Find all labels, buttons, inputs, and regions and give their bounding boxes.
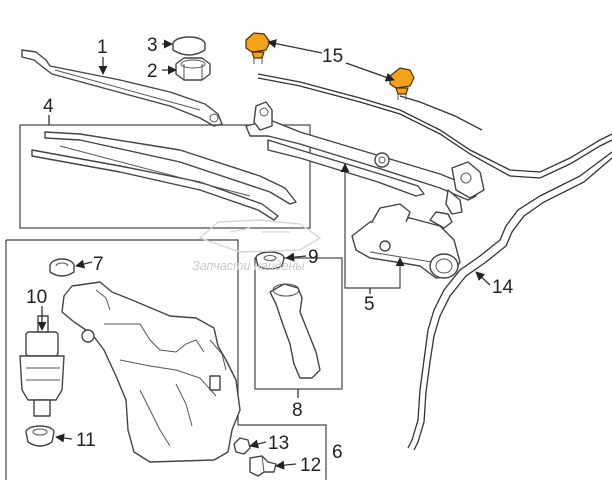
callout-14: 14 — [492, 277, 514, 298]
washer-reservoir-box — [5, 239, 327, 480]
washer-nozzle-right — [389, 67, 415, 100]
callout-9: 9 — [308, 247, 319, 268]
callout-12: 12 — [300, 455, 321, 476]
pump-seal — [25, 425, 55, 447]
wiper-blade-box — [19, 124, 311, 229]
washer-hose-upper — [257, 73, 612, 179]
wiper-motor-box — [344, 168, 401, 289]
callout-5: 5 — [364, 294, 375, 315]
hose-connector — [249, 455, 277, 477]
grommet-seal — [49, 258, 75, 277]
filler-cap — [255, 251, 285, 270]
filler-neck — [269, 283, 321, 379]
callout-7: 7 — [93, 254, 104, 275]
callout-15: 15 — [322, 46, 343, 67]
callout-numbers: 1 2 3 4 15 7 10 11 9 8 5 14 6 13 12 — [26, 35, 514, 476]
callout-10: 10 — [26, 287, 47, 308]
washer-pump — [19, 315, 65, 417]
leader-lines — [37, 39, 491, 470]
wiper-motor — [351, 203, 461, 279]
washer-reservoir-tank — [61, 281, 241, 463]
callout-2: 2 — [147, 61, 158, 82]
washer-hose-main — [407, 151, 612, 451]
callout-1: 1 — [97, 37, 108, 58]
wiper-arm-cap — [172, 36, 206, 56]
wiper-blade — [31, 131, 297, 221]
callout-8: 8 — [292, 400, 303, 421]
callout-4: 4 — [43, 96, 54, 117]
wiper-arm-nut — [175, 57, 211, 81]
wiper-linkage — [245, 101, 485, 215]
watermark-text: Запчасти найдены — [192, 259, 305, 273]
callout-3: 3 — [147, 35, 158, 56]
callout-13: 13 — [268, 433, 289, 454]
hose-clip — [233, 437, 251, 455]
washer-nozzle-left — [245, 32, 271, 64]
callout-6: 6 — [332, 442, 343, 463]
callout-11: 11 — [76, 430, 96, 451]
watermark: Запчасти найдены — [192, 219, 322, 273]
